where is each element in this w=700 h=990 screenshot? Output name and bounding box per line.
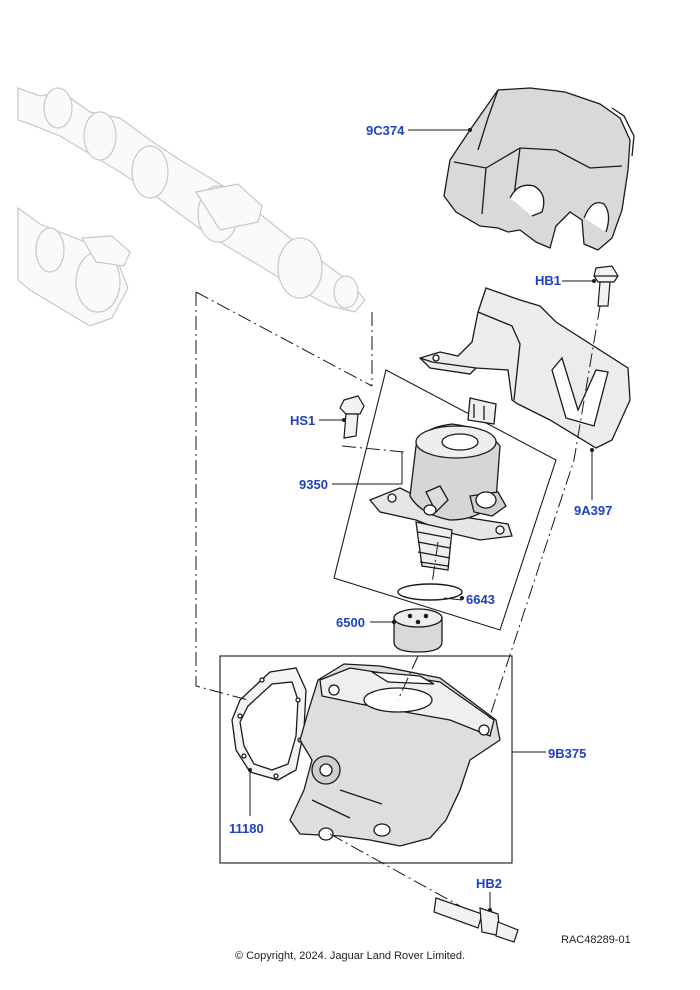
centerlines (195, 291, 601, 907)
callout-9B375[interactable]: 9B375 (548, 746, 587, 761)
camshaft-ghost (17, 87, 366, 327)
callout-HB1[interactable]: HB1 (535, 273, 562, 288)
callout-6500[interactable]: 6500 (336, 615, 365, 630)
leaders (249, 129, 594, 910)
bolt-HS1 (339, 395, 365, 439)
gasket-11180 (231, 667, 307, 781)
callout-9A397[interactable]: 9A397 (574, 503, 613, 518)
bolt-HB2 (433, 897, 519, 943)
leader-dots (248, 128, 596, 912)
bracket-9A397 (418, 287, 631, 449)
callout-HS1[interactable]: HS1 (290, 413, 316, 428)
pump-box (333, 369, 557, 631)
callout-HB2[interactable]: HB2 (476, 876, 503, 891)
bolt-HB1 (593, 265, 619, 307)
fuel-pump-9350 (368, 397, 513, 571)
callout-9C374[interactable]: 9C374 (366, 123, 405, 138)
fuel-pump-cover-9C374 (443, 87, 635, 251)
o-ring-6643 (397, 583, 463, 601)
diagram-reference: RAC48289-01 (561, 934, 631, 946)
callout-11180[interactable]: 11180 (229, 821, 264, 836)
callout-9350[interactable]: 9350 (299, 477, 328, 492)
housing-box (219, 655, 513, 864)
tappet-6500 (393, 608, 443, 653)
pump-housing-9B375 (289, 663, 501, 847)
callout-6643[interactable]: 6643 (466, 592, 495, 607)
copyright-notice: © Copyright, 2024. Jaguar Land Rover Lim… (234, 950, 466, 962)
